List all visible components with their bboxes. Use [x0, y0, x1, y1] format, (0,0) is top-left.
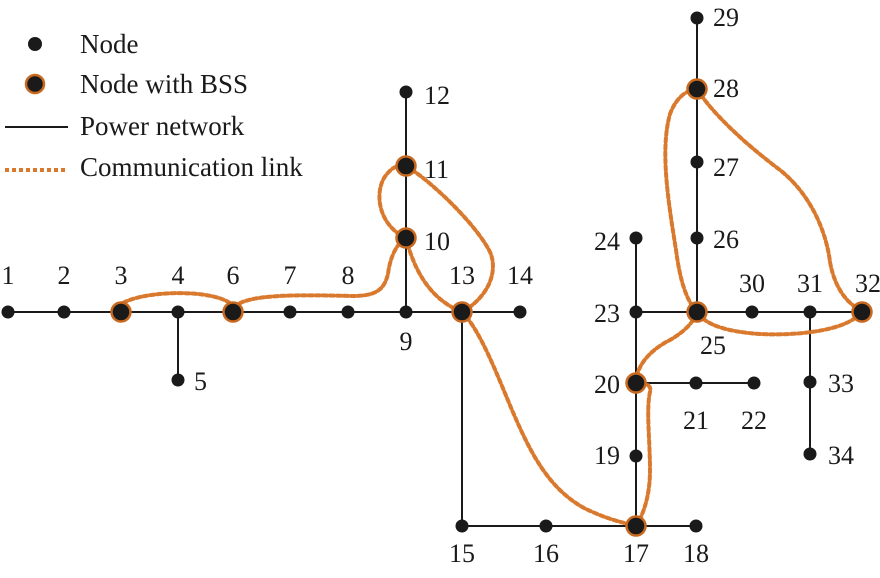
comm-link-10-11-13-loop	[377, 163, 495, 315]
legend-power-label: Power network	[80, 111, 245, 141]
node-label-3: 3	[115, 261, 128, 290]
node-29	[690, 11, 704, 25]
node-label-4: 4	[172, 261, 185, 290]
node-label-5: 5	[194, 367, 207, 396]
node-19	[629, 449, 643, 463]
node-label-30: 30	[739, 269, 765, 298]
legend-power: Power network	[5, 111, 245, 141]
node-label-31: 31	[797, 269, 823, 298]
node-label-26: 26	[713, 225, 739, 254]
node-label-27: 27	[713, 153, 739, 182]
node-label-23: 23	[594, 299, 620, 328]
node-label-14: 14	[507, 261, 533, 290]
node-label-18: 18	[683, 539, 709, 568]
node-5	[171, 373, 185, 387]
comm-link-6-10	[232, 236, 408, 309]
bss-node-28	[686, 78, 708, 100]
node-label-34: 34	[828, 441, 854, 470]
bss-node-13	[451, 301, 473, 323]
comm-link-25-28	[663, 87, 699, 314]
bss-node-20	[625, 372, 647, 394]
node-label-20: 20	[594, 370, 620, 399]
node-label-28: 28	[713, 74, 739, 103]
legend-node: Node	[28, 29, 138, 59]
bss-node-32	[851, 301, 873, 323]
node-label-32: 32	[855, 269, 880, 298]
bss-node-10	[395, 227, 417, 249]
node-label-21: 21	[683, 406, 709, 435]
node-label-7: 7	[284, 261, 297, 290]
bss-node-6	[222, 301, 244, 323]
node-21	[689, 376, 703, 390]
node-24	[629, 231, 643, 245]
legend: Node Node with BSS Power network Communi…	[5, 29, 303, 182]
node-label-25: 25	[700, 331, 726, 360]
node-label-24: 24	[594, 227, 620, 256]
node-27	[690, 155, 704, 169]
node-label-9: 9	[400, 327, 413, 356]
bss-node-11	[395, 155, 417, 177]
node-label-16: 16	[533, 539, 559, 568]
node-label-29: 29	[713, 3, 739, 32]
comm-link-17-20	[634, 380, 653, 528]
node-1	[1, 305, 15, 319]
node-16	[539, 519, 553, 533]
comm-link-3-6	[116, 291, 236, 309]
node-label-1: 1	[2, 261, 15, 290]
node-label-33: 33	[828, 369, 854, 398]
node-15	[455, 519, 469, 533]
comm-link-20-25	[634, 310, 699, 385]
node-4	[171, 305, 185, 319]
node-8	[341, 305, 355, 319]
node-9	[399, 305, 413, 319]
comm-link-13-17	[460, 310, 638, 528]
node-7	[283, 305, 297, 319]
node-30	[745, 305, 759, 319]
node-label-2: 2	[58, 261, 71, 290]
node-14	[513, 305, 527, 319]
bss-node-3	[110, 301, 132, 323]
node-33	[803, 375, 817, 389]
node-label-12: 12	[424, 81, 450, 110]
comm-link-28-32-loop	[695, 87, 865, 337]
node-2	[57, 305, 71, 319]
node-label-15: 15	[449, 539, 475, 568]
legend-node-marker	[28, 37, 42, 51]
node-22	[747, 376, 761, 390]
node-label-13: 13	[449, 261, 475, 290]
node-23	[629, 305, 643, 319]
node-31	[803, 305, 817, 319]
legend-bss-label: Node with BSS	[80, 69, 248, 99]
node-label-6: 6	[227, 261, 240, 290]
node-label-19: 19	[594, 441, 620, 470]
node-label-17: 17	[623, 539, 649, 568]
legend-bss: Node with BSS	[24, 69, 248, 99]
legend-node-label: Node	[80, 29, 138, 59]
nodes	[1, 11, 873, 537]
node-26	[690, 231, 704, 245]
node-12	[399, 85, 413, 99]
bss-node-17	[625, 515, 647, 537]
bss-node-25	[686, 301, 708, 323]
node-label-10: 10	[424, 227, 450, 256]
legend-bss-marker	[24, 73, 46, 95]
node-label-8: 8	[342, 261, 355, 290]
node-34	[803, 447, 817, 461]
node-label-11: 11	[424, 155, 449, 184]
legend-comm: Communication link	[5, 152, 303, 182]
node-18	[689, 519, 703, 533]
legend-comm-label: Communication link	[80, 152, 303, 182]
node-label-22: 22	[741, 406, 767, 435]
